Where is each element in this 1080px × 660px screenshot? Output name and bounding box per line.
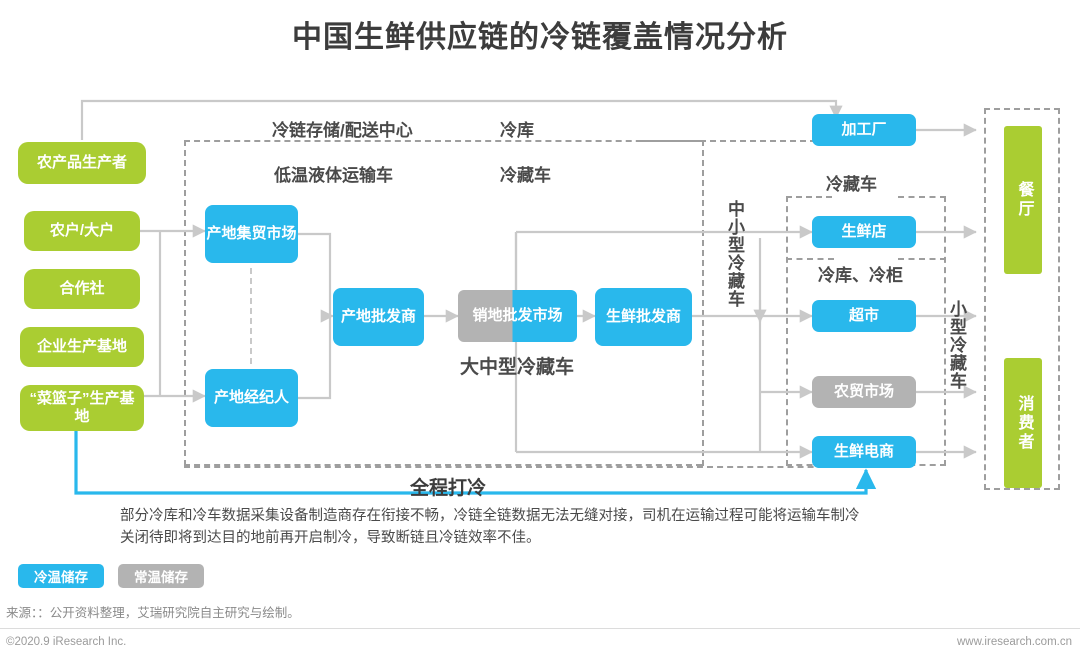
node-producer-3[interactable]: 企业生产基地 xyxy=(20,327,144,367)
label-cold-warehouse-cabinet: 冷库、冷柜 xyxy=(818,266,903,285)
node-producer-2[interactable]: 合作社 xyxy=(24,269,140,309)
node-restaurant[interactable]: 餐厅 xyxy=(1004,126,1042,274)
label-large-medium-truck: 大中型冷藏车 xyxy=(460,357,575,378)
node-producer-4[interactable]: “菜篮子”生产基地 xyxy=(20,385,144,431)
label-cold-warehouse: 冷库 xyxy=(500,121,534,140)
legend: 冷温储存 常温储存 xyxy=(18,564,204,588)
note-text: 部分冷库和冷车数据采集设备制造商存在衔接不畅，冷链全链数据无法无缝对接，司机在运… xyxy=(120,508,860,547)
label-refrigerated-truck-center: 冷藏车 xyxy=(500,166,551,185)
dashed-region-coldchain xyxy=(184,140,702,466)
label-low-temp-liquid-truck: 低温液体运输车 xyxy=(274,166,393,185)
node-producer-1[interactable]: 农户/大户 xyxy=(24,211,140,251)
node-origin-wholesaler[interactable]: 产地批发商 xyxy=(333,288,424,346)
footer-website: www.iresearch.com.cn xyxy=(956,636,1072,648)
dashed-divider-retail-mid-right xyxy=(898,258,946,260)
label-medium-small-truck: 中小型冷藏车 xyxy=(725,200,744,308)
label-refrigerated-truck-retail: 冷藏车 xyxy=(826,175,877,194)
dashed-divider-retail-top-right xyxy=(898,196,946,198)
dashed-region-endpoints xyxy=(984,108,1060,490)
source-note: 来源：：公开资料整理，艾瑞研究院自主研究与绘制。 xyxy=(6,606,300,620)
node-origin-broker[interactable]: 产地经纪人 xyxy=(205,369,298,427)
node-farmers-market[interactable]: 农贸市场 xyxy=(812,376,916,408)
node-processing-plant[interactable]: 加工厂 xyxy=(812,114,916,146)
dashed-hint-origin xyxy=(250,268,252,364)
node-fresh-store[interactable]: 生鲜店 xyxy=(812,216,916,248)
dashed-divider-bottom xyxy=(184,466,884,468)
dashed-divider-retail-top-left xyxy=(786,196,832,198)
dashed-divider-retail-mid xyxy=(786,258,834,260)
node-consumer[interactable]: 消费者 xyxy=(1004,358,1042,488)
node-fresh-wholesaler[interactable]: 生鲜批发商 xyxy=(595,288,692,346)
label-full-chain-cooling: 全程打冷 xyxy=(410,478,487,499)
legend-item-ambient-storage[interactable]: 常温储存 xyxy=(118,564,204,588)
node-supermarket[interactable]: 超市 xyxy=(812,300,916,332)
node-sales-wholesale-market[interactable]: 销地批发市场 xyxy=(458,290,577,342)
legend-item-cold-storage[interactable]: 冷温储存 xyxy=(18,564,104,588)
footer-divider xyxy=(0,628,1080,629)
footer-copyright: ©2020.9 iResearch Inc. xyxy=(6,636,127,648)
dashed-divider-center xyxy=(702,140,704,466)
label-small-truck: 小型冷藏车 xyxy=(947,300,966,390)
node-origin-market[interactable]: 产地集贸市场 xyxy=(205,205,298,263)
node-producer-0[interactable]: 农产品生产者 xyxy=(18,142,146,184)
label-cold-storage-center: 冷链存储/配送中心 xyxy=(272,121,413,140)
page-title: 中国生鲜供应链的冷链覆盖情况分析 xyxy=(292,21,788,54)
node-fresh-ecommerce[interactable]: 生鲜电商 xyxy=(812,436,916,468)
dashed-divider-top-right xyxy=(640,140,876,142)
